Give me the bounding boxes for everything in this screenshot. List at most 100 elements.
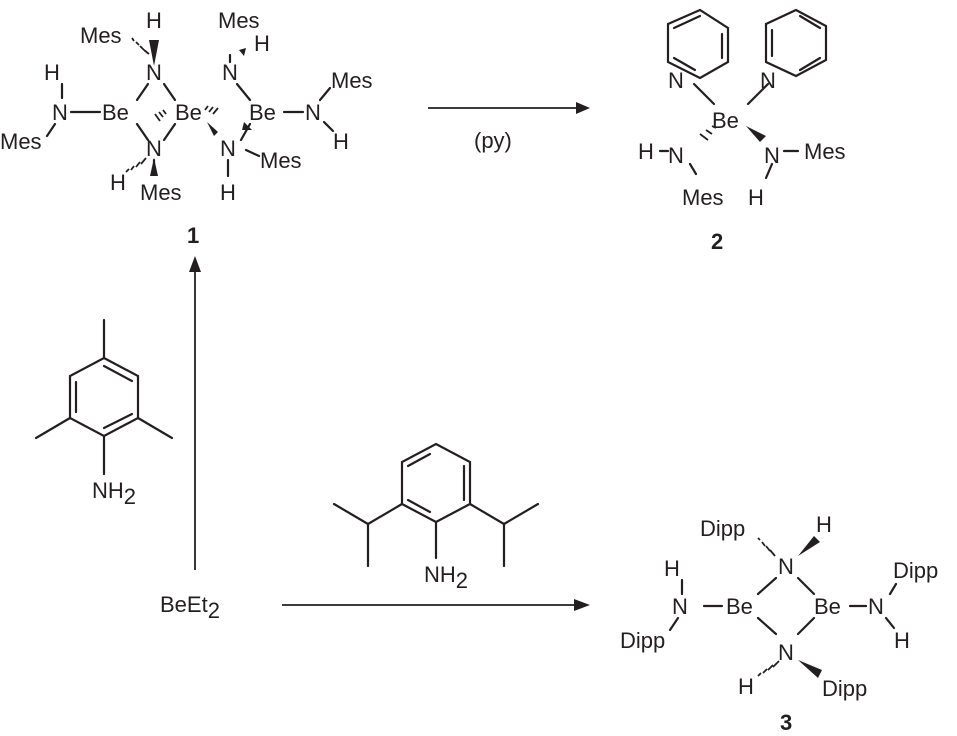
dipp-label: Dipp bbox=[620, 628, 665, 653]
be-label: Be bbox=[712, 108, 739, 133]
n-label: N bbox=[778, 554, 794, 579]
isopropyl-bond bbox=[332, 502, 370, 526]
n-label: N bbox=[760, 68, 776, 93]
compound-number: 3 bbox=[780, 710, 792, 735]
reaction-arrow-right bbox=[282, 599, 590, 611]
dipp-label: Dipp bbox=[822, 676, 867, 701]
wedge-bond bbox=[798, 536, 820, 556]
compound-3: Dipp H N H N Be Dipp Be N Dipp H N H Dip… bbox=[620, 512, 938, 735]
hashed-bond bbox=[757, 660, 780, 677]
h-label: H bbox=[220, 180, 236, 205]
wedge-bond bbox=[239, 48, 246, 56]
isopropyl-bond bbox=[502, 502, 540, 526]
bond bbox=[102, 364, 134, 383]
bond bbox=[135, 82, 150, 102]
be-label: Be bbox=[249, 100, 276, 125]
compound-1: Mes H N Mes H N H N Be Mes Be Be N Mes H… bbox=[0, 8, 373, 248]
n-label: N bbox=[764, 143, 780, 168]
bond bbox=[162, 82, 177, 102]
be-label: Be bbox=[175, 100, 202, 125]
bond bbox=[764, 162, 774, 180]
isopropyl-bond bbox=[468, 502, 506, 526]
wedge-bond bbox=[150, 158, 158, 176]
n-label: N bbox=[868, 594, 884, 619]
n-label: N bbox=[220, 136, 236, 161]
be-label: Be bbox=[814, 594, 841, 619]
wedge-bond bbox=[242, 122, 252, 130]
n-label: N bbox=[668, 68, 684, 93]
h-label: H bbox=[664, 556, 680, 581]
methyl-bond bbox=[34, 416, 72, 440]
be-label: Be bbox=[726, 594, 753, 619]
bond bbox=[135, 122, 150, 142]
beet2-label: BeEt2 bbox=[160, 592, 220, 623]
hashed-bond bbox=[204, 105, 219, 115]
n-label: N bbox=[146, 136, 162, 161]
reagent-pyridine: (py) bbox=[474, 128, 512, 153]
mes-label: Mes bbox=[260, 148, 302, 173]
wedge-bond bbox=[207, 122, 218, 136]
mes-label: Mes bbox=[140, 180, 182, 205]
dipp-amine-structure: NH2 bbox=[332, 442, 540, 593]
dipp-label: Dipp bbox=[893, 558, 938, 583]
bond bbox=[756, 576, 778, 596]
bond bbox=[406, 452, 432, 468]
mes-label: Mes bbox=[218, 8, 260, 33]
n-label: N bbox=[668, 143, 684, 168]
h-label: H bbox=[254, 31, 270, 56]
amine-label: NH2 bbox=[424, 562, 468, 593]
h-label: H bbox=[146, 8, 162, 33]
compound-2: N N Be H N Mes N Mes H 2 bbox=[638, 8, 846, 254]
hashed-bond bbox=[757, 537, 776, 557]
be-label: Be bbox=[102, 100, 129, 125]
compound-number: 2 bbox=[711, 229, 723, 254]
bond bbox=[746, 82, 770, 106]
bond bbox=[756, 616, 778, 636]
hashed-bond bbox=[125, 157, 147, 173]
mes-label: Mes bbox=[682, 185, 724, 210]
hashed-bond bbox=[154, 109, 167, 122]
pyridine-ring bbox=[666, 8, 730, 80]
bond bbox=[884, 616, 896, 630]
bond bbox=[322, 120, 335, 133]
n-label: N bbox=[222, 60, 238, 85]
bond bbox=[318, 86, 332, 102]
wedge-bond bbox=[798, 660, 822, 678]
h-label: H bbox=[110, 170, 126, 195]
amine-label: NH2 bbox=[92, 478, 136, 509]
isopropyl-bond bbox=[366, 502, 404, 526]
compound-number: 1 bbox=[187, 223, 199, 248]
bond bbox=[688, 162, 698, 176]
bond bbox=[45, 122, 57, 138]
bond bbox=[102, 412, 134, 430]
h-label: H bbox=[894, 628, 910, 653]
bond bbox=[692, 82, 716, 106]
n-label: N bbox=[52, 100, 68, 125]
h-label: H bbox=[44, 60, 60, 85]
n-label: N bbox=[672, 594, 688, 619]
reaction-arrow-up bbox=[189, 256, 201, 570]
wedge-bond bbox=[149, 40, 159, 66]
n-label: N bbox=[778, 640, 794, 665]
bond bbox=[235, 82, 252, 102]
mesitylamine-structure: NH2 bbox=[34, 318, 174, 509]
h-label: H bbox=[738, 674, 754, 699]
mes-label: Mes bbox=[331, 68, 373, 93]
mes-label: Mes bbox=[0, 129, 42, 154]
h-label: H bbox=[638, 139, 654, 164]
bond bbox=[796, 576, 816, 596]
h-label: H bbox=[333, 129, 349, 154]
mes-label: Mes bbox=[804, 139, 846, 164]
mes-label: Mes bbox=[80, 23, 122, 48]
bond bbox=[162, 122, 177, 142]
bond bbox=[796, 616, 816, 636]
h-label: H bbox=[748, 185, 764, 210]
wedge-bond bbox=[746, 126, 766, 142]
beet2-reagent: BeEt2 bbox=[160, 592, 220, 623]
h-label: H bbox=[816, 512, 832, 537]
pyridine-ring bbox=[764, 8, 828, 78]
methyl-bond bbox=[136, 416, 174, 440]
dipp-label: Dipp bbox=[700, 516, 745, 541]
